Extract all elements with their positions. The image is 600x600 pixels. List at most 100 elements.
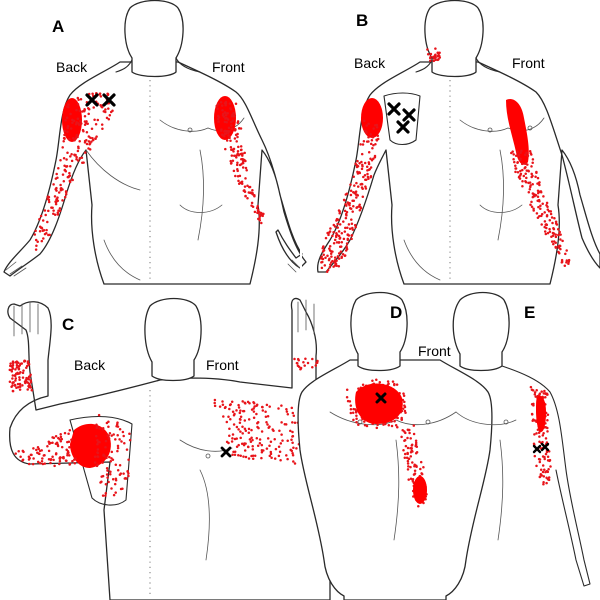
referral-dot [114, 491, 117, 494]
referral-dot [65, 164, 69, 168]
referral-dot [348, 227, 352, 231]
referral-dot [328, 266, 332, 269]
referral-dot [419, 460, 423, 464]
referral-dot [21, 376, 25, 379]
referral-dot [231, 159, 235, 162]
referral-dot [289, 448, 292, 452]
referral-dot [396, 425, 399, 429]
referral-dot [126, 470, 129, 473]
referral-dot [219, 100, 223, 104]
referral-dot [19, 455, 22, 458]
panel-a-pain [33, 91, 265, 251]
referral-dot [70, 152, 73, 156]
referral-dot [340, 255, 343, 258]
referral-dot [429, 52, 433, 56]
panel-e-body [452, 291, 591, 587]
referral-dot [533, 391, 537, 394]
referral-dot [66, 130, 69, 134]
referral-dot [273, 438, 276, 441]
referral-dot [260, 450, 264, 454]
referral-dot [516, 161, 519, 164]
referral-dot [224, 100, 228, 104]
referral-dot [322, 245, 325, 249]
referral-dot [542, 481, 545, 484]
referral-dot [230, 154, 234, 157]
referral-dot [38, 218, 41, 221]
referral-dot [340, 241, 344, 244]
referral-dot [567, 260, 571, 263]
referral-dot [350, 233, 354, 237]
referral-dot [38, 462, 42, 465]
referral-dot [19, 362, 22, 366]
referral-dot [260, 405, 264, 409]
referral-dot [521, 168, 524, 172]
referral-dot [324, 236, 328, 240]
referral-dot [237, 428, 240, 431]
referral-dot [46, 220, 49, 224]
referral-dot [546, 413, 550, 417]
panel-b-neck-referral [426, 47, 442, 63]
referral-dot [363, 129, 367, 133]
referral-dot [238, 411, 242, 415]
panel-b-front-label: Front [512, 55, 545, 71]
referral-dot [57, 436, 60, 440]
referral-dot [400, 416, 403, 420]
referral-dot [533, 419, 537, 422]
referral-dot [248, 191, 252, 194]
referral-dot [545, 215, 549, 218]
referral-dot [548, 219, 552, 222]
referral-dot [18, 383, 22, 386]
referral-dot [415, 445, 419, 449]
referral-dot [355, 206, 358, 209]
referral-dot [102, 454, 105, 457]
referral-dot [268, 454, 272, 458]
referral-dot [437, 52, 440, 56]
referral-dot [329, 227, 332, 230]
referral-dot [71, 118, 74, 122]
referral-dot [15, 363, 19, 367]
referral-dot [328, 230, 332, 233]
referral-dot [351, 411, 355, 415]
referral-dot [531, 161, 534, 164]
referral-dot [58, 459, 62, 463]
referral-dot [414, 443, 418, 446]
referral-dot [80, 122, 83, 125]
referral-dot [337, 234, 341, 238]
referral-dot [111, 477, 115, 481]
referral-dot [278, 450, 282, 454]
referral-dot [101, 461, 104, 464]
referral-dot [41, 462, 45, 466]
referral-dot [520, 162, 524, 166]
referral-dot [358, 209, 362, 212]
referral-dot [529, 203, 532, 207]
referral-dot [556, 228, 560, 231]
referral-dot [21, 449, 25, 453]
referral-dot [434, 58, 437, 62]
referral-dot [65, 158, 68, 161]
referral-dot [337, 257, 341, 260]
referral-dot [280, 404, 283, 407]
referral-dot [109, 473, 112, 476]
referral-dot [538, 460, 542, 464]
referral-dot [286, 413, 290, 416]
panel-c-pain [8, 357, 319, 497]
referral-dot [375, 378, 378, 381]
referral-dot [229, 106, 232, 110]
referral-dot [99, 95, 103, 98]
referral-dot [249, 440, 253, 443]
referral-dot [257, 426, 260, 430]
referral-dot [354, 225, 357, 229]
referral-dot [337, 264, 341, 268]
referral-dot [250, 436, 253, 439]
referral-dot [213, 398, 217, 402]
referral-dot [349, 408, 353, 411]
referral-dot [93, 455, 97, 458]
referral-dot [355, 417, 358, 420]
referral-dot [410, 446, 413, 450]
referral-dot [244, 455, 248, 459]
referral-dot [402, 394, 406, 397]
referral-dot [266, 415, 270, 418]
referral-dot [227, 415, 230, 418]
referral-dot [38, 230, 42, 233]
